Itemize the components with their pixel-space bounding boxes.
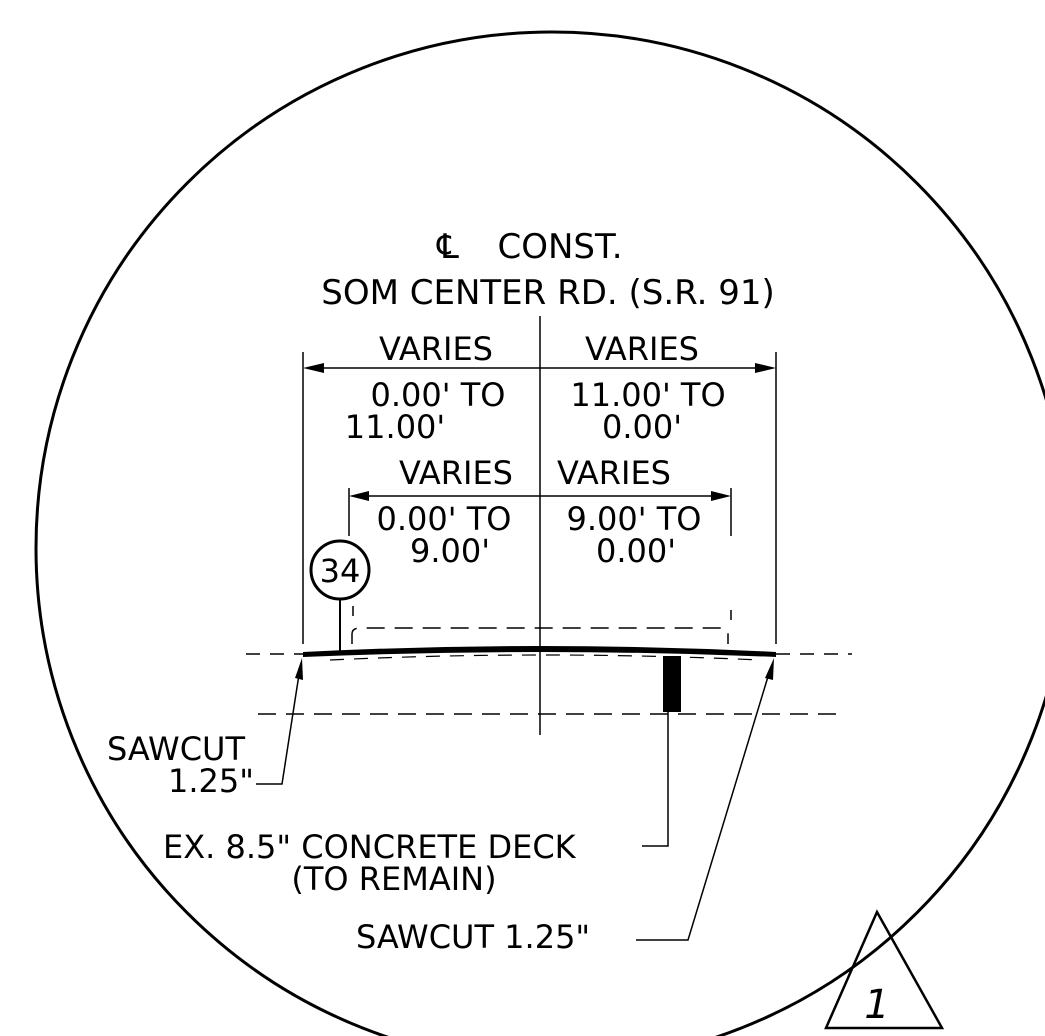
deck-label-line1: EX. 8.5" CONCRETE DECK <box>163 828 577 866</box>
surface-dashed-inner <box>329 654 761 661</box>
outer-left-top: VARIES <box>379 330 493 368</box>
outer-right-line1: 11.00' TO <box>570 376 725 414</box>
outer-right-top: VARIES <box>585 330 699 368</box>
sawcut-left-line2: 1.25" <box>168 762 254 800</box>
inner-arrow-right <box>711 491 731 501</box>
outer-arrow-right <box>755 363 776 373</box>
inner-left-line1: 0.00' TO <box>377 500 512 538</box>
detail-tag-number: 1 <box>864 982 889 1028</box>
outer-arrow-left <box>303 363 324 373</box>
detail-circle <box>34 30 1045 1036</box>
sawcut-left-arrow <box>295 658 303 680</box>
pavement-surface <box>303 646 776 657</box>
outer-left-line1: 0.00' TO <box>371 376 506 414</box>
inner-arrow-left <box>349 491 369 501</box>
inner-right-top: VARIES <box>557 454 671 492</box>
sawcut-right-arrow <box>765 658 774 680</box>
outer-right-line2: 0.00' <box>602 408 682 446</box>
sawcut-left-line1: SAWCUT <box>107 730 245 768</box>
inner-right-line1: 9.00' TO <box>567 500 702 538</box>
sawcut-left-leader <box>256 667 301 785</box>
outer-left-line2: 11.00' <box>345 408 445 446</box>
inner-left-line2: 9.00' <box>410 532 490 570</box>
detail-tag-triangle <box>824 909 945 1030</box>
inner-right-line2: 0.00' <box>596 532 676 570</box>
deck-leader <box>642 712 669 847</box>
inner-left-top: VARIES <box>399 454 513 492</box>
road-name: SOM CENTER RD. (S.R. 91) <box>321 273 774 313</box>
overlay-outline <box>351 627 729 644</box>
deck-label-line2: (TO REMAIN) <box>291 860 496 898</box>
sawcut-right-leader <box>636 669 771 941</box>
callout-number: 34 <box>320 552 361 590</box>
centerline-symbol: ℄ <box>436 227 459 267</box>
sawcut-right-label: SAWCUT 1.25" <box>356 918 590 956</box>
centerline-label: CONST. <box>497 227 622 267</box>
deck-block <box>663 656 681 712</box>
